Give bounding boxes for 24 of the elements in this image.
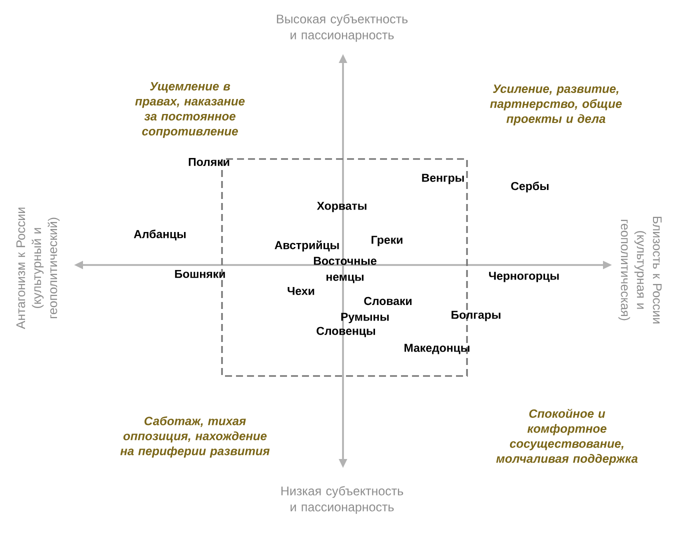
nation-label: Венгры (422, 174, 464, 184)
nation-label: Хорваты (316, 202, 366, 212)
nation-label: Македонцы (404, 344, 470, 354)
nation-label: Румыны (341, 312, 389, 324)
nation-label: Греки (372, 236, 402, 246)
axis-label: Высокая субъектность и пассионарность (276, 14, 408, 42)
nation-label: Болгары (452, 310, 500, 322)
quadrant-note: Ущемление в правах, наказание за постоянное сопротивление (135, 82, 245, 138)
quadrant-note: Саботаж, тихая оппозиция, нахождение на периферии развития (120, 416, 270, 458)
axis-label: Антагонизм к России (культурный и геополитический) (16, 208, 60, 330)
nation-label: Словаки (364, 296, 412, 306)
nation-label: Черногорцы (489, 272, 559, 282)
axis-label: Низкая субъектность и пассионарность (281, 486, 404, 514)
nation-label: Бошняки (175, 270, 225, 278)
quadrant-note: Усиление, развитие, партнерство, общие проекты и дела (490, 84, 622, 126)
nation-label: Чехи (288, 287, 314, 295)
nation-label: Словенцы (316, 326, 376, 338)
nation-label: Австрийцы (274, 240, 339, 252)
axis-label: Близость к России (культурная и геополитическая) (618, 216, 662, 324)
nation-label: Восточные немцы (314, 256, 376, 284)
nation-label: Поляки (188, 158, 230, 166)
nation-label: Сербы (511, 182, 549, 192)
nation-label: Албанцы (134, 230, 186, 240)
quadrant-note: Спокойное и комфортное сосуществование, молчаливая поддержка (496, 408, 638, 466)
